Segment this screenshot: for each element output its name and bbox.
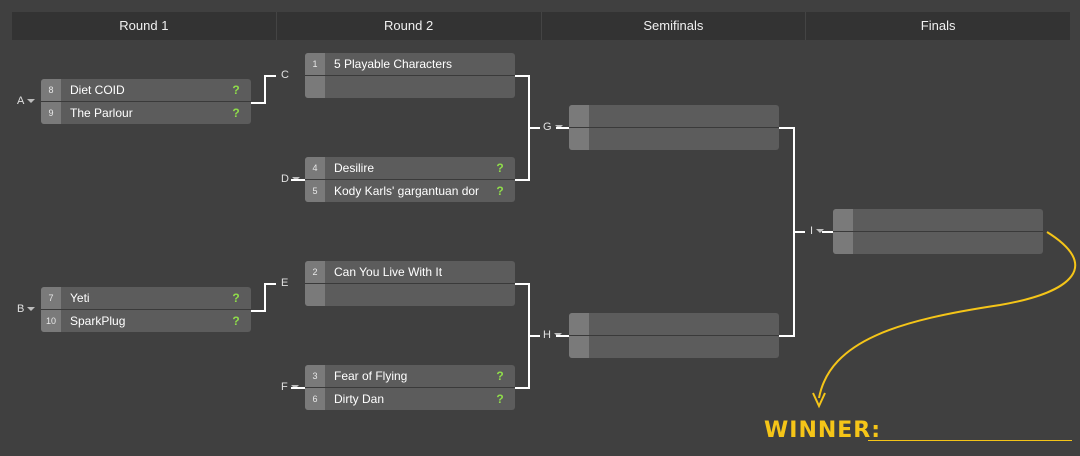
match-label-c[interactable]: C bbox=[281, 69, 289, 81]
match-slot[interactable]: 4 Desilire ? bbox=[305, 157, 515, 179]
team-name: The Parlour bbox=[70, 106, 133, 120]
seed-number: 5 bbox=[305, 180, 325, 202]
match-c[interactable]: 1 5 Playable Characters bbox=[305, 53, 515, 99]
match-e[interactable]: 2 Can You Live With It bbox=[305, 261, 515, 307]
score-input[interactable]: ? bbox=[232, 83, 240, 97]
winner-blank-line bbox=[868, 440, 1072, 441]
seed-number: 3 bbox=[305, 365, 325, 387]
bracket-connector bbox=[291, 179, 305, 181]
bracket-connector bbox=[515, 283, 529, 285]
score-input[interactable]: ? bbox=[232, 314, 240, 328]
winner-label: WINNER: bbox=[764, 418, 882, 443]
seed-number bbox=[569, 128, 589, 150]
bracket-connector bbox=[291, 387, 305, 389]
chevron-down-icon bbox=[27, 307, 36, 311]
match-i[interactable] bbox=[833, 209, 1043, 255]
match-slot[interactable] bbox=[833, 232, 1043, 254]
seed-number: 7 bbox=[41, 287, 61, 309]
team-name: Kody Karls' gargantuan dor bbox=[334, 184, 480, 198]
bracket-connector bbox=[251, 102, 265, 104]
score-input[interactable]: ? bbox=[496, 184, 504, 198]
round-header-semifinals: Semifinals bbox=[542, 12, 807, 40]
seed-number bbox=[569, 313, 589, 335]
bracket-connector bbox=[556, 127, 569, 129]
team-name: Yeti bbox=[70, 291, 90, 305]
bracket-connector bbox=[264, 283, 266, 312]
seed-number: 6 bbox=[305, 388, 325, 410]
seed-number: 8 bbox=[41, 79, 61, 101]
seed-number bbox=[305, 76, 325, 98]
bracket-connector bbox=[515, 75, 529, 77]
match-slot[interactable] bbox=[569, 313, 779, 335]
match-f[interactable]: 3 Fear of Flying ? 6 Dirty Dan ? bbox=[305, 365, 515, 411]
score-input[interactable]: ? bbox=[496, 161, 504, 175]
seed-number: 2 bbox=[305, 261, 325, 283]
team-name: Dirty Dan bbox=[334, 392, 385, 406]
team-name: SparkPlug bbox=[70, 314, 126, 328]
match-slot[interactable]: 8 Diet COID ? bbox=[41, 79, 251, 101]
match-slot[interactable]: 6 Dirty Dan ? bbox=[305, 388, 515, 410]
bracket-connector bbox=[264, 283, 276, 285]
match-slot[interactable]: 3 Fear of Flying ? bbox=[305, 365, 515, 387]
match-slot[interactable] bbox=[305, 76, 515, 98]
bracket-connector bbox=[528, 127, 540, 129]
seed-number bbox=[833, 232, 853, 254]
match-a[interactable]: 8 Diet COID ? 9 The Parlour ? bbox=[41, 79, 251, 125]
match-label-e[interactable]: E bbox=[281, 277, 289, 289]
match-slot[interactable] bbox=[833, 209, 1043, 231]
score-input[interactable]: ? bbox=[496, 369, 504, 383]
score-input[interactable]: ? bbox=[496, 392, 504, 406]
match-slot[interactable]: 5 Kody Karls' gargantuan dor ? bbox=[305, 180, 515, 202]
match-b[interactable]: 7 Yeti ? 10 SparkPlug ? bbox=[41, 287, 251, 333]
bracket-connector bbox=[528, 335, 540, 337]
match-slot[interactable]: 1 5 Playable Characters bbox=[305, 53, 515, 75]
match-label-b[interactable]: B bbox=[17, 303, 36, 315]
score-input[interactable]: ? bbox=[232, 291, 240, 305]
seed-number bbox=[833, 209, 853, 231]
seed-number: 1 bbox=[305, 53, 325, 75]
bracket-connector bbox=[515, 387, 529, 389]
match-label-i[interactable]: I bbox=[810, 225, 825, 237]
match-slot[interactable]: 9 The Parlour ? bbox=[41, 102, 251, 124]
bracket-connector bbox=[793, 231, 805, 233]
match-slot[interactable] bbox=[569, 128, 779, 150]
team-name: Diet COID bbox=[70, 83, 125, 97]
match-d[interactable]: 4 Desilire ? 5 Kody Karls' gargantuan do… bbox=[305, 157, 515, 203]
seed-number bbox=[569, 336, 589, 358]
round-header-1: Round 1 bbox=[12, 12, 277, 40]
round-headers: Round 1 Round 2 Semifinals Finals bbox=[12, 12, 1070, 40]
bracket-connector bbox=[515, 179, 529, 181]
team-name: Can You Live With It bbox=[334, 265, 443, 279]
match-slot[interactable] bbox=[305, 284, 515, 306]
bracket-connector bbox=[264, 75, 276, 77]
seed-number: 9 bbox=[41, 102, 61, 124]
match-slot[interactable] bbox=[569, 336, 779, 358]
match-slot[interactable]: 2 Can You Live With It bbox=[305, 261, 515, 283]
team-name: Fear of Flying bbox=[334, 369, 408, 383]
seed-number bbox=[569, 105, 589, 127]
bracket-connector bbox=[779, 335, 794, 337]
match-slot[interactable]: 10 SparkPlug ? bbox=[41, 310, 251, 332]
match-slot[interactable] bbox=[569, 105, 779, 127]
score-input[interactable]: ? bbox=[232, 106, 240, 120]
match-g[interactable] bbox=[569, 105, 779, 151]
bracket-connector bbox=[556, 335, 569, 337]
seed-number bbox=[305, 284, 325, 306]
bracket-connector bbox=[779, 127, 794, 129]
match-slot[interactable]: 7 Yeti ? bbox=[41, 287, 251, 309]
round-header-finals: Finals bbox=[920, 18, 956, 33]
bracket-connector bbox=[251, 310, 265, 312]
seed-number: 4 bbox=[305, 157, 325, 179]
chevron-down-icon bbox=[27, 99, 36, 103]
chevron-down-icon bbox=[816, 229, 825, 233]
team-name: 5 Playable Characters bbox=[334, 57, 453, 71]
round-header-2: Round 2 bbox=[277, 12, 542, 40]
bracket-connector bbox=[822, 231, 833, 233]
match-h[interactable] bbox=[569, 313, 779, 359]
bracket-connector bbox=[264, 75, 266, 104]
seed-number: 10 bbox=[41, 310, 61, 332]
team-name: Desilire bbox=[334, 161, 375, 175]
match-label-a[interactable]: A bbox=[17, 95, 36, 107]
